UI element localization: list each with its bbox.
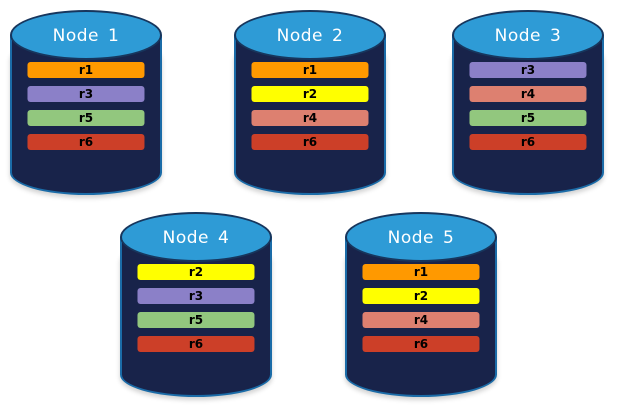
node-label: Node 5: [388, 228, 455, 248]
node-label-text: Node: [52, 26, 100, 46]
node-top-disc: Node 3: [452, 10, 604, 60]
node-top-disc: Node 2: [234, 10, 386, 60]
replica-bar-list: r1 r2 r4 r6: [251, 62, 369, 150]
replica-bar-list: r3 r4 r5 r6: [469, 62, 587, 150]
replica-bar-r2[interactable]: r2: [362, 288, 480, 304]
node-label: Node 2: [277, 26, 344, 46]
replica-bar-r6[interactable]: r6: [27, 134, 145, 150]
node-label-number: 5: [443, 228, 455, 248]
replica-bar-r5[interactable]: r5: [469, 110, 587, 126]
replica-bar-r6[interactable]: r6: [362, 336, 480, 352]
replica-bar-r1[interactable]: r1: [362, 264, 480, 280]
replica-bar-r5[interactable]: r5: [27, 110, 145, 126]
replica-bar-r6[interactable]: r6: [469, 134, 587, 150]
node-top-disc: Node 1: [10, 10, 162, 60]
replica-bar-r1[interactable]: r1: [251, 62, 369, 78]
node-label-number: 1: [108, 26, 120, 46]
node-label: Node 1: [53, 26, 120, 46]
node-label-text: Node: [494, 26, 542, 46]
node-label: Node 4: [163, 228, 230, 248]
replica-bar-list: r1 r3 r5 r6: [27, 62, 145, 150]
node-label-text: Node: [387, 228, 435, 248]
node-cylinder-3[interactable]: Node 3 r3 r4 r5 r6: [452, 10, 604, 195]
replica-bar-r4[interactable]: r4: [251, 110, 369, 126]
replica-bar-r4[interactable]: r4: [469, 86, 587, 102]
node-label-number: 4: [218, 228, 230, 248]
node-cylinder-5[interactable]: Node 5 r1 r2 r4 r6: [345, 212, 497, 397]
node-label-number: 3: [550, 26, 562, 46]
replica-bar-list: r2 r3 r5 r6: [137, 264, 255, 352]
node-cylinder-1[interactable]: Node 1 r1 r3 r5 r6: [10, 10, 162, 195]
replica-bar-r3[interactable]: r3: [137, 288, 255, 304]
node-cylinder-4[interactable]: Node 4 r2 r3 r5 r6: [120, 212, 272, 397]
replica-bar-r2[interactable]: r2: [251, 86, 369, 102]
node-top-disc: Node 5: [345, 212, 497, 262]
replica-bar-r6[interactable]: r6: [251, 134, 369, 150]
node-label-text: Node: [276, 26, 324, 46]
node-label: Node 3: [495, 26, 562, 46]
node-cylinder-2[interactable]: Node 2 r1 r2 r4 r6: [234, 10, 386, 195]
replica-bar-r2[interactable]: r2: [137, 264, 255, 280]
replica-bar-r3[interactable]: r3: [469, 62, 587, 78]
replica-bar-r3[interactable]: r3: [27, 86, 145, 102]
replica-bar-r5[interactable]: r5: [137, 312, 255, 328]
node-label-number: 2: [332, 26, 344, 46]
node-label-text: Node: [162, 228, 210, 248]
replica-bar-r4[interactable]: r4: [362, 312, 480, 328]
node-top-disc: Node 4: [120, 212, 272, 262]
replica-bar-r1[interactable]: r1: [27, 62, 145, 78]
replica-bar-r6[interactable]: r6: [137, 336, 255, 352]
replica-bar-list: r1 r2 r4 r6: [362, 264, 480, 352]
